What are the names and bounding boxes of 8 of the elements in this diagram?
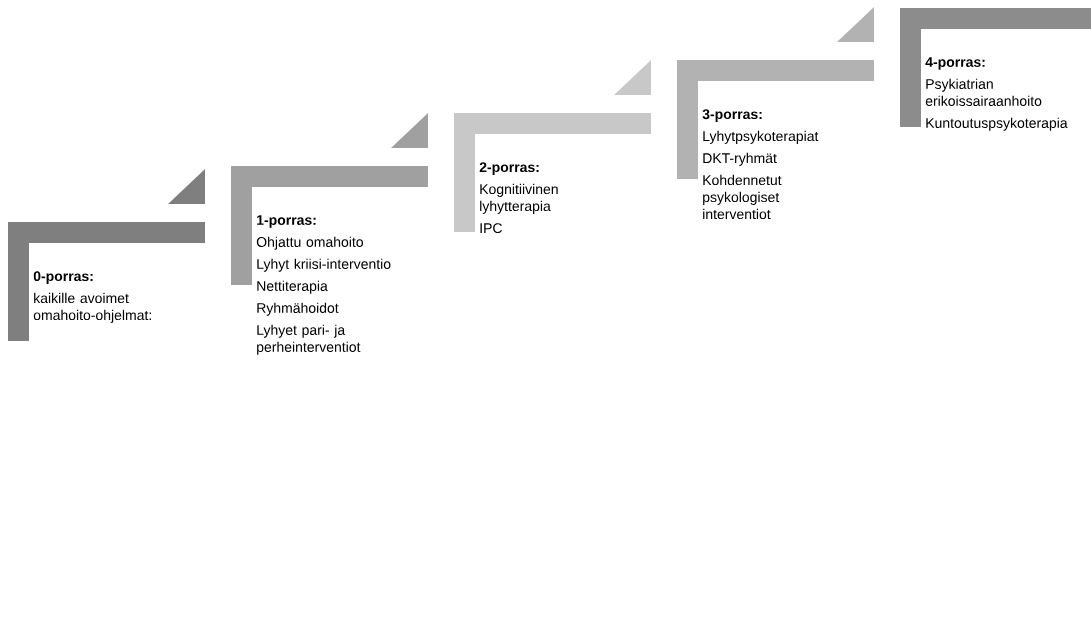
step-box: 1-porras: Ohjattu omahoito Lyhyt kriisi-interventio Nettiterapia Ryhmähoidot Lyhyet pari- ja perheinterventiot bbox=[231, 113, 428, 355]
step-box: 4-porras: Psykiatrian erikoissairaanhoito Kuntoutuspsykoterapia bbox=[900, 8, 1091, 131]
step-box: 0-porras: kaikille avoimet omahoito-ohjelmat: bbox=[8, 169, 205, 341]
step-box: 3-porras: Lyhytpsykoterapiat DKT-ryhmät Kohdennetut psykologiset interventiot bbox=[677, 7, 874, 220]
node-label: Lyhyet pari- ja perheinterventiot bbox=[257, 324, 361, 355]
node-label: psykologiset interventiot bbox=[703, 191, 780, 220]
step-box: 2-porras: Kognitiivinen lyhytterapia IPC bbox=[454, 60, 651, 234]
node-label: Ryhmähoidot bbox=[257, 302, 339, 316]
